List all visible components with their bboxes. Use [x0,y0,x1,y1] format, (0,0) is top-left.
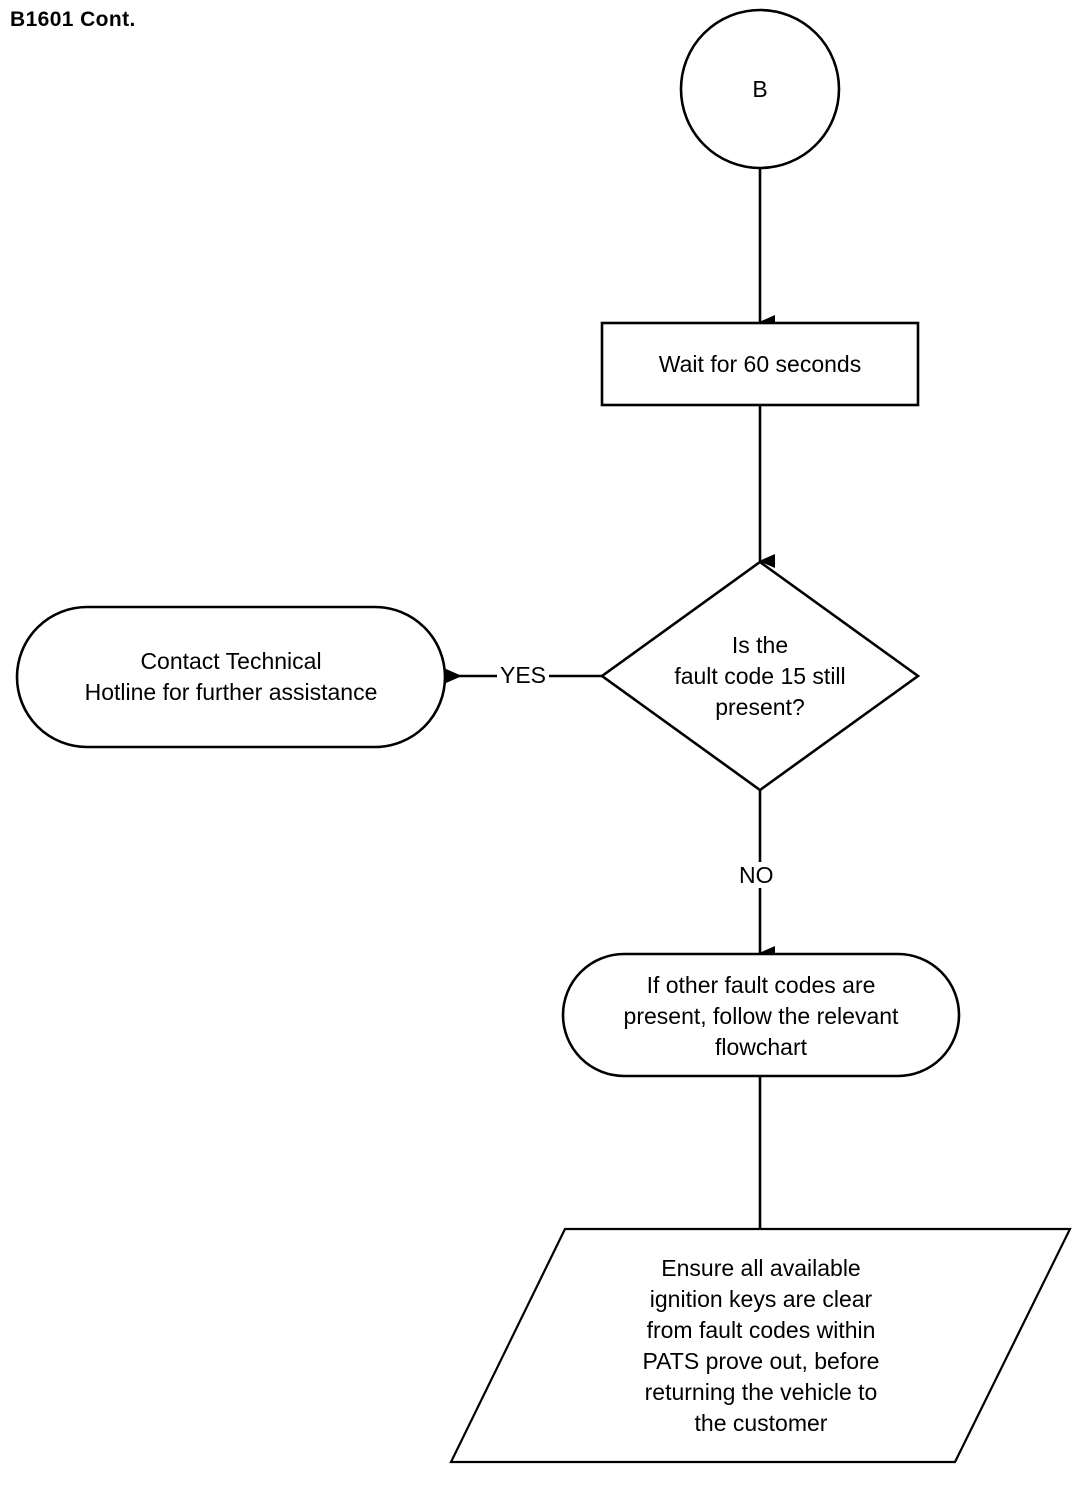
ensure-keys-shape [449,1227,1072,1464]
other-codes-label: If other fault codes are present, follow… [623,971,899,1060]
ensure-keys-label: Ensure all available ignition keys are c… [642,1254,880,1436]
edge-label-no: NO [736,862,777,888]
page-title: B1601 Cont. [10,8,136,31]
hotline-label: Contact Technical Hotline for further as… [84,648,378,705]
decision-label: Is the fault code 15 still present? [674,631,846,720]
wait-box-label: Wait for 60 seconds [658,350,862,377]
connector-b-label: B [752,75,768,102]
hotline-shape [15,605,447,749]
wait-box-shape [600,321,920,407]
edge-label-yes: YES [497,662,550,688]
